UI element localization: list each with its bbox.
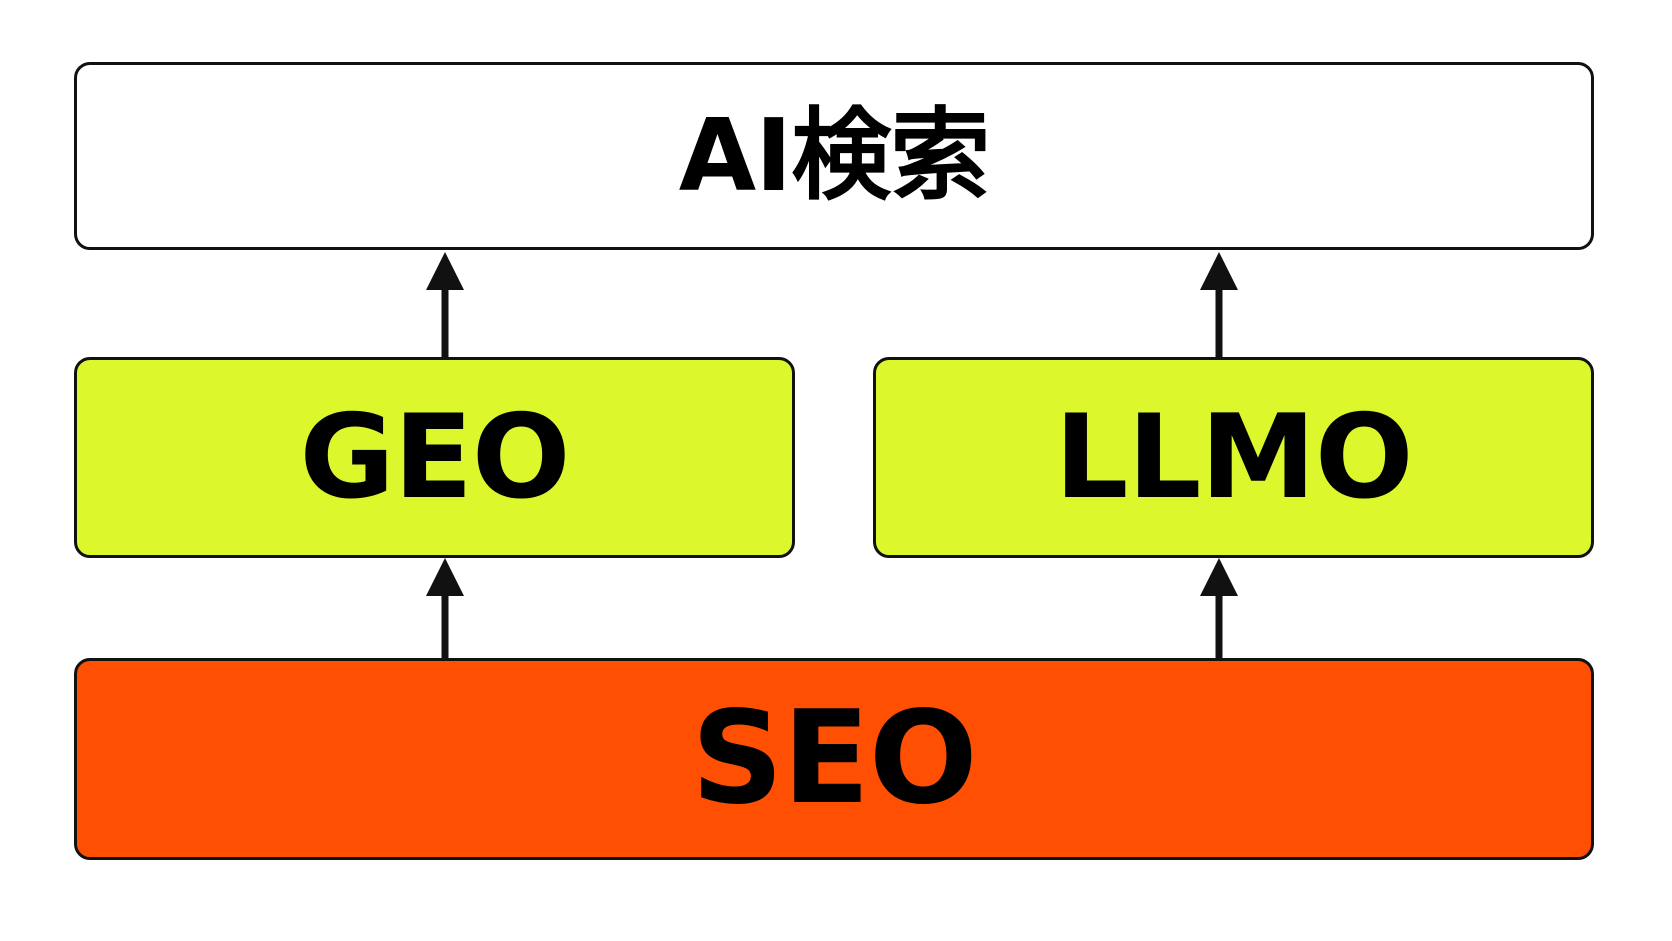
arrow-geo-to-ai-search [426, 252, 464, 357]
seo-box: SEO [74, 658, 1594, 860]
seo-label: SEO [691, 684, 977, 833]
geo-box: GEO [74, 357, 795, 558]
arrow-seo-to-llmo [1200, 558, 1238, 658]
llmo-box: LLMO [873, 357, 1594, 558]
arrow-seo-to-geo [426, 558, 464, 658]
geo-label: GEO [299, 389, 570, 525]
arrow-llmo-to-ai-search [1200, 252, 1238, 357]
llmo-label: LLMO [1054, 389, 1414, 525]
ai-search-box: AI検索 [74, 62, 1594, 250]
ai-search-label: AI検索 [678, 97, 991, 214]
